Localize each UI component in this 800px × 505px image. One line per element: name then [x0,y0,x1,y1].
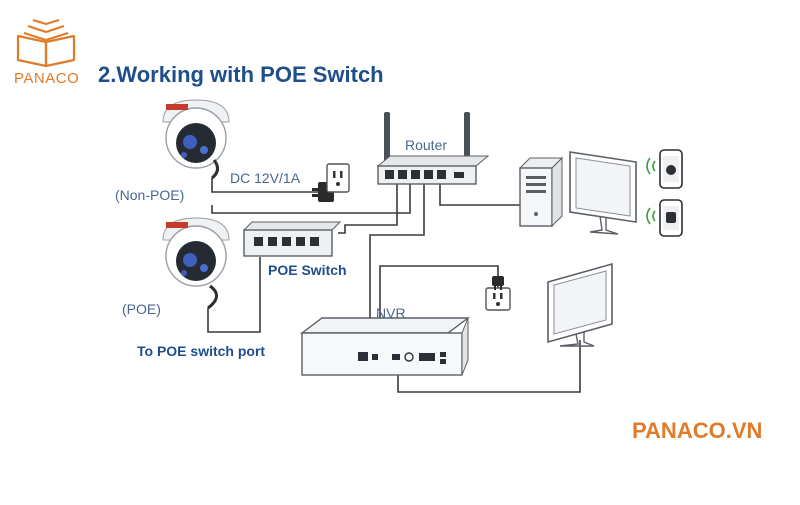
power-outlet-icon [326,163,350,193]
connection-wires [207,178,581,393]
power-plug-icon [492,276,504,290]
brand-logo-text: PANACO [14,70,80,87]
logo-book-icon [16,18,76,68]
poe-switch-label: POE Switch [268,262,347,278]
router-icon [376,112,490,185]
poe-port-instruction: To POE switch port [137,343,266,359]
camera-icon [162,217,230,310]
power-outlet-icon [485,287,511,311]
dc-power-label: DC 12V/1A [230,170,301,186]
poe-switch-icon [242,221,342,257]
camera-icon [162,99,230,180]
monitor-icon [569,151,637,235]
page-title: 2.Working with POE Switch [98,62,384,87]
poe-label: (POE) [122,301,161,317]
nvr-icon [299,317,471,376]
wifi-icon [646,157,656,225]
nvr-label: NVR [376,305,406,321]
router-label: Router [405,137,448,153]
computer-tower-icon [518,156,564,228]
phone-android-icon [659,199,683,237]
brand-website: PANACO.VN [632,418,763,443]
non-poe-label: (Non-POE) [115,187,185,203]
phone-apple-icon [659,149,683,189]
monitor-icon [547,262,613,347]
